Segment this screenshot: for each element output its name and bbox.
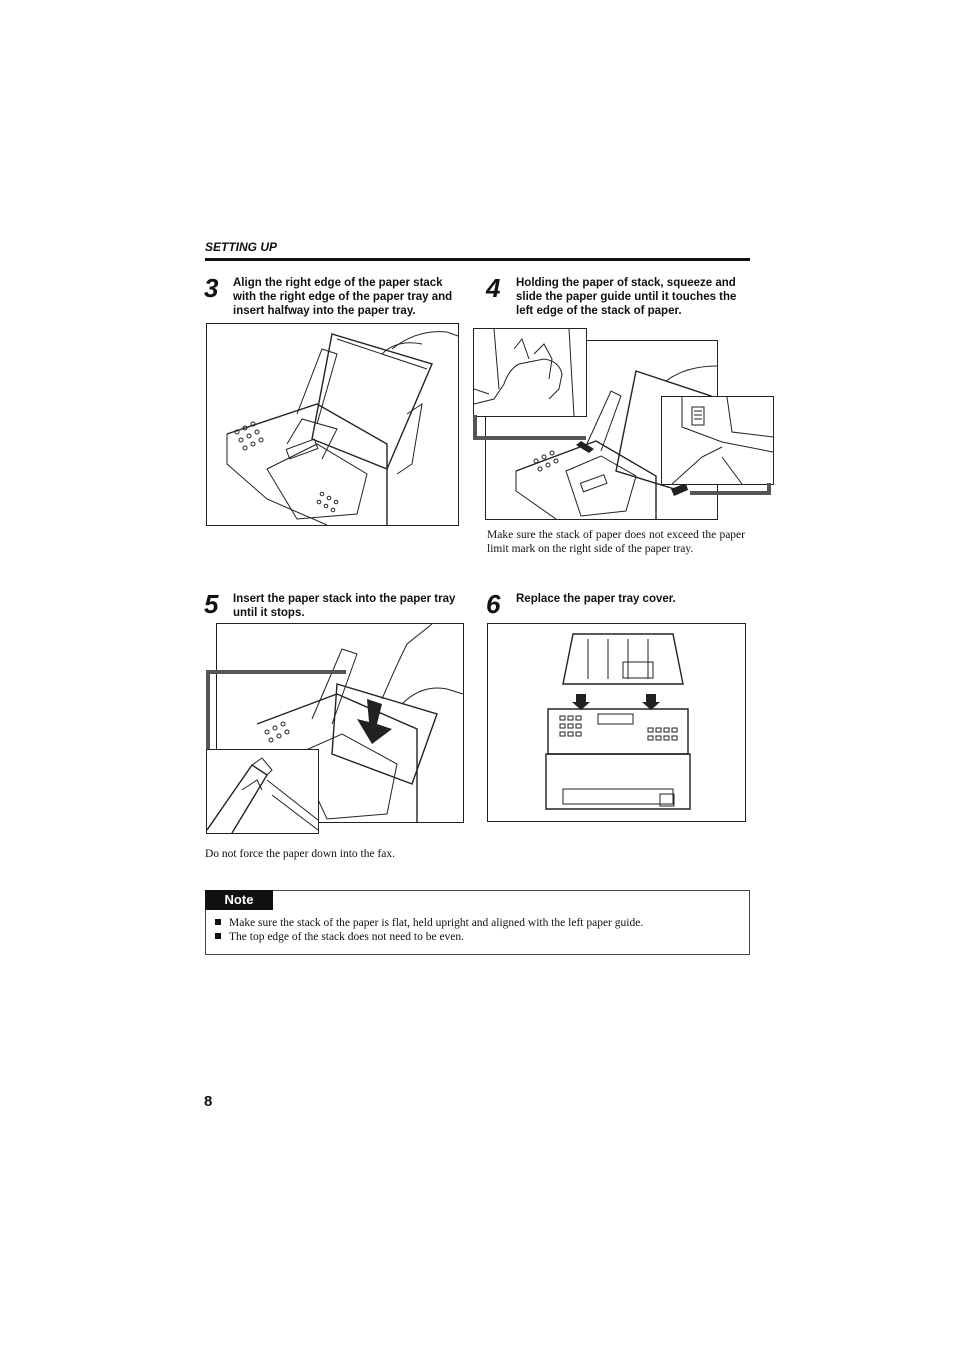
step-3-illustration xyxy=(206,323,459,526)
step-6-number: 6 xyxy=(486,589,501,619)
leader-line xyxy=(473,436,586,440)
note-label: Note xyxy=(205,890,273,910)
step-3-number: 3 xyxy=(204,273,219,303)
note-item: Make sure the stack of the paper is flat… xyxy=(215,916,643,930)
step-5-inset-guide xyxy=(206,749,319,834)
step-5-illustration xyxy=(216,623,464,823)
bullet-icon xyxy=(215,933,221,939)
step-5-text: Insert the paper stack into the paper tr… xyxy=(233,593,456,619)
step-4-caption: Make sure the stack of paper does not ex… xyxy=(487,529,745,555)
step-6-illustration xyxy=(487,623,746,822)
step-4-number: 4 xyxy=(486,273,501,303)
step-3-text: Align the right edge of the paper stack … xyxy=(233,277,453,317)
leader-line xyxy=(206,670,210,750)
header-rule xyxy=(205,258,750,261)
leader-line xyxy=(767,483,771,494)
page-number: 8 xyxy=(204,1093,213,1110)
leader-line xyxy=(473,415,477,437)
step-6-text: Replace the paper tray cover. xyxy=(516,593,676,605)
leader-line xyxy=(206,670,346,674)
note-box xyxy=(205,890,750,955)
step-4-text: Holding the paper of stack, squeeze and … xyxy=(516,277,737,317)
note-item: The top edge of the stack does not need … xyxy=(215,930,464,944)
section-header: SETTING UP xyxy=(205,240,278,254)
step-4-inset-limit-mark xyxy=(661,396,774,485)
step-5-caption: Do not force the paper down into the fax… xyxy=(205,848,396,860)
step-5-number: 5 xyxy=(204,589,219,619)
step-4-inset-hand xyxy=(473,328,587,417)
leader-line xyxy=(690,491,771,495)
bullet-icon xyxy=(215,919,221,925)
